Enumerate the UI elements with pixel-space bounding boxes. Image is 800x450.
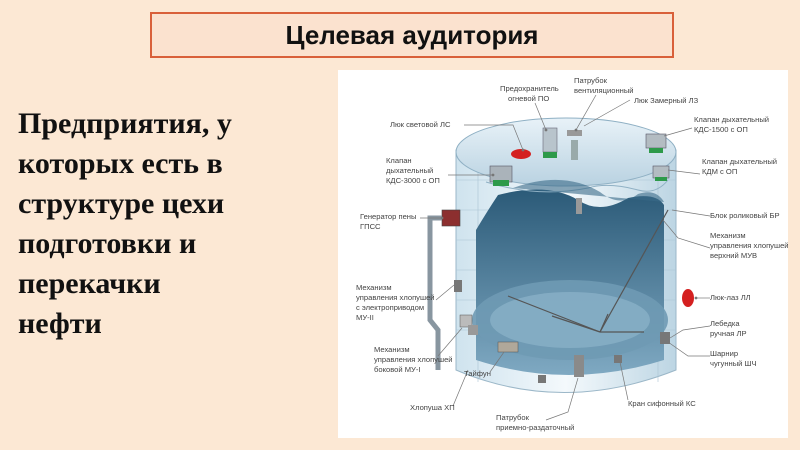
label-blok-rol: Блок роликовый БР — [710, 211, 780, 220]
label-patrubok-pr: Патрубок — [496, 413, 530, 422]
label-mehanizm-mu2: Механизм — [356, 283, 392, 292]
body-line: подготовки и — [18, 227, 197, 260]
label-sharnir: чугунный ШЧ — [710, 359, 757, 368]
label-klapan-kdm: КДМ с ОП — [702, 167, 737, 176]
label-klapan-kdm: Клапан дыхательный — [702, 157, 777, 166]
label-mehanizm-muv: Механизм — [710, 231, 746, 240]
label-klapan-kds3000: Клапан — [386, 156, 412, 165]
body-line: структуре цехи — [18, 187, 225, 220]
slide-title-text: Целевая аудитория — [285, 19, 539, 50]
label-klapan-kds3000: КДС-3000 с ОП — [386, 176, 440, 185]
label-sharnir: Шарнир — [710, 349, 738, 358]
label-hlopusha: Хлопуша ХП — [410, 403, 455, 412]
roof-fittings — [489, 127, 670, 214]
label-mehanizm-mu1: управления хлопушей — [374, 355, 453, 364]
label-lyuk-laz: Люк-лаз ЛЛ — [710, 293, 751, 302]
label-mehanizm-mu1: боковой МУ-I — [374, 365, 421, 374]
label-klapan-kds1500: КДС-1500 с ОП — [694, 125, 748, 134]
leader-lines — [420, 94, 711, 421]
label-klapan-kds3000: дыхательный — [386, 166, 433, 175]
label-mehanizm-mu2: управления хлопушей — [356, 293, 435, 302]
label-klapan-kds1500: Клапан дыхательный — [694, 115, 769, 124]
label-patrubok-pr: приемно-раздаточный — [496, 423, 574, 432]
label-lebedka: Лебедка — [710, 319, 740, 328]
label-generator: Генератор пены — [360, 212, 416, 221]
label-patrubok-vent: Патрубок — [574, 76, 608, 85]
label-mehanizm-muv: управления хлопушей — [710, 241, 788, 250]
slide-title: Целевая аудитория — [150, 12, 674, 58]
label-lyuk-svet: Люк световой ЛС — [390, 120, 451, 129]
tank-diagram: Предохранитель огневой ПО Патрубок венти… — [338, 70, 788, 438]
body-line: Предприятия, у — [18, 107, 232, 140]
label-predohranitel: Предохранитель — [500, 84, 559, 93]
label-kran: Кран сифонный КС — [628, 399, 696, 408]
label-mehanizm-mu2: с электроприводом — [356, 303, 424, 312]
side-fittings — [454, 280, 694, 383]
diagram-labels: Предохранитель огневой ПО Патрубок венти… — [356, 76, 788, 432]
label-lebedka: ручная ЛР — [710, 329, 747, 338]
body-line: нефти — [18, 307, 102, 340]
label-predohranitel: огневой ПО — [508, 94, 549, 103]
label-mehanizm-mu1: Механизм — [374, 345, 410, 354]
label-mehanizm-mu2: МУ-II — [356, 313, 374, 322]
internal-mechanism — [507, 209, 669, 333]
body-text: Предприятия, у которых есть в структуре … — [18, 104, 328, 344]
body-line: перекачки — [18, 267, 161, 300]
label-mehanizm-muv: верхний МУВ — [710, 251, 757, 260]
label-patrubok-vent: вентиляционный — [574, 86, 634, 95]
label-tayfun: Тайфун — [464, 369, 491, 378]
body-line: которых есть в — [18, 147, 223, 180]
label-generator: ГПСС — [360, 222, 381, 231]
label-lyuk-zamer: Люк Замерный ЛЗ — [634, 96, 699, 105]
tank-illustration: Предохранитель огневой ПО Патрубок венти… — [356, 76, 788, 432]
